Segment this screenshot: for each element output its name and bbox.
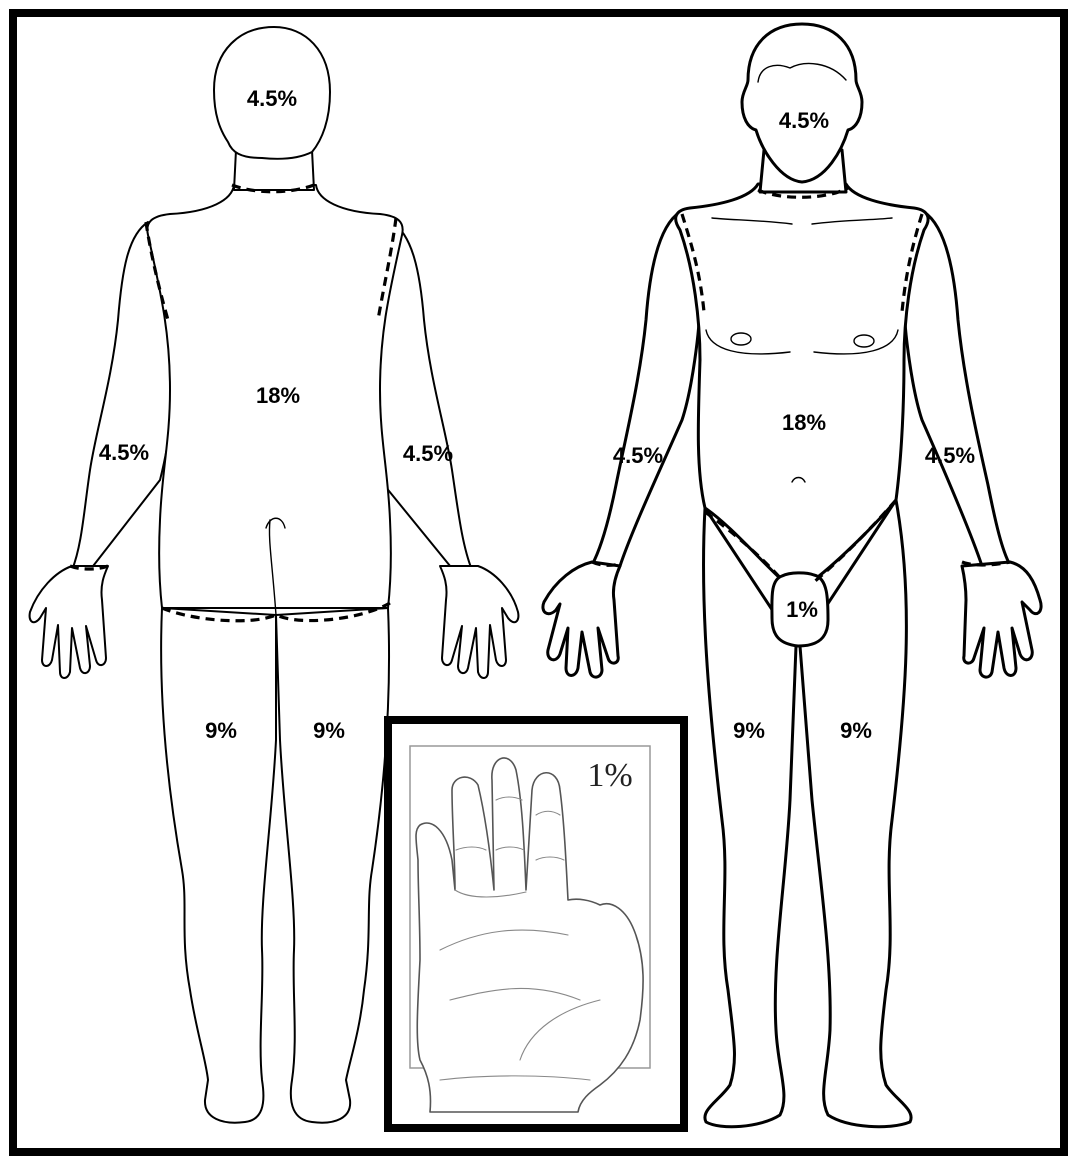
back-left-hand (28, 565, 109, 679)
front-hairline (757, 62, 847, 83)
front-left-groin-boundary (704, 510, 784, 582)
back-neck-boundary (231, 183, 315, 194)
back-hip-boundary (161, 601, 391, 623)
back-left-leg (160, 607, 277, 1124)
front-right-arm (902, 210, 1012, 568)
front-right-arm-label: 4.5% (925, 443, 975, 468)
wrist-crease (439, 1075, 591, 1081)
palm-crease-1 (454, 889, 527, 898)
front-trunk-label: 18% (782, 410, 826, 435)
percentage-labels: 4.5% 18% 4.5% 4.5% 9% 9% 4.5% 18% 4.5% 4… (99, 86, 975, 794)
front-right-wrist-boundary (961, 560, 1011, 567)
back-torso (146, 184, 404, 609)
front-left-arm-label: 4.5% (613, 443, 663, 468)
front-left-nipple (730, 332, 752, 346)
front-right-hand (960, 560, 1043, 679)
front-navel (791, 476, 806, 483)
palm-inset (384, 716, 688, 1132)
front-genitals-label: 1% (786, 597, 818, 622)
back-head (213, 26, 331, 160)
front-head (740, 22, 864, 184)
finger-crease-1 (455, 846, 487, 851)
front-right-nipple (853, 334, 875, 348)
front-left-leg (702, 506, 798, 1129)
palm-inset-label: 1% (587, 757, 632, 794)
front-left-wrist-boundary (591, 560, 621, 567)
front-clavicle-left (711, 217, 793, 225)
back-left-arm-label: 4.5% (99, 440, 149, 465)
back-right-leg (275, 607, 391, 1124)
front-left-leg-label: 9% (733, 718, 765, 743)
back-left-wrist-boundary (69, 564, 109, 571)
finger-crease-5 (535, 856, 565, 861)
front-left-arm (590, 210, 702, 568)
back-figure (28, 26, 520, 1124)
front-right-groin-boundary (812, 498, 898, 584)
back-left-shoulder-boundary (144, 221, 170, 321)
front-head-label: 4.5% (779, 108, 829, 133)
palm-crease-2 (439, 929, 569, 951)
front-clavicle-right (811, 217, 893, 225)
front-right-leg (798, 498, 913, 1129)
back-right-arm-label: 4.5% (403, 441, 453, 466)
back-head-label: 4.5% (247, 86, 297, 111)
palm-crease-4 (519, 999, 601, 1061)
back-buttock-cleft (268, 519, 277, 616)
front-neck-boundary (757, 186, 849, 199)
back-right-leg-label: 9% (313, 718, 345, 743)
back-right-shoulder-boundary (376, 217, 398, 321)
front-figure (541, 22, 1043, 1129)
front-genital-zone (770, 571, 830, 648)
finger-crease-3 (495, 846, 525, 851)
back-spine-mark (265, 517, 286, 529)
back-right-hand (439, 565, 520, 679)
back-trunk-label: 18% (256, 383, 300, 408)
front-chest-right (813, 329, 899, 355)
back-left-leg-label: 9% (205, 718, 237, 743)
palm-crease-3 (449, 987, 581, 1001)
front-left-hand (541, 560, 622, 679)
finger-crease-2 (495, 796, 523, 801)
front-chest-left (705, 329, 791, 355)
finger-crease-4 (535, 810, 561, 816)
front-right-leg-label: 9% (840, 718, 872, 743)
